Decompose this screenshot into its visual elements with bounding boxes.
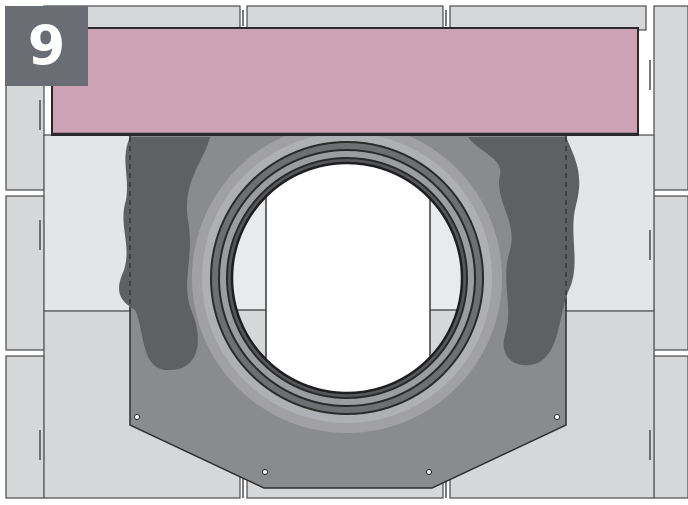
wall-tile [653, 355, 688, 499]
screw-hole [554, 414, 560, 420]
screw-hole [426, 469, 432, 475]
sealant-left [119, 137, 210, 371]
sealant-right [468, 137, 580, 366]
step-number: 9 [27, 14, 66, 77]
step-number-badge: 9 [5, 6, 88, 86]
wall-tile [653, 195, 688, 351]
wall-tile [5, 195, 45, 351]
ceiling-panel [51, 27, 639, 136]
tile-seams [39, 10, 651, 498]
screw-holes [134, 414, 560, 475]
screw-hole [134, 414, 140, 420]
wall-tile [565, 134, 655, 312]
wall-tile [43, 134, 131, 312]
screw-hole [262, 469, 268, 475]
duct-opening-edge [230, 161, 464, 395]
wall-tile [449, 5, 647, 31]
wall-tile [653, 5, 688, 191]
wall-tile [5, 355, 45, 499]
wall-tile [246, 5, 444, 31]
